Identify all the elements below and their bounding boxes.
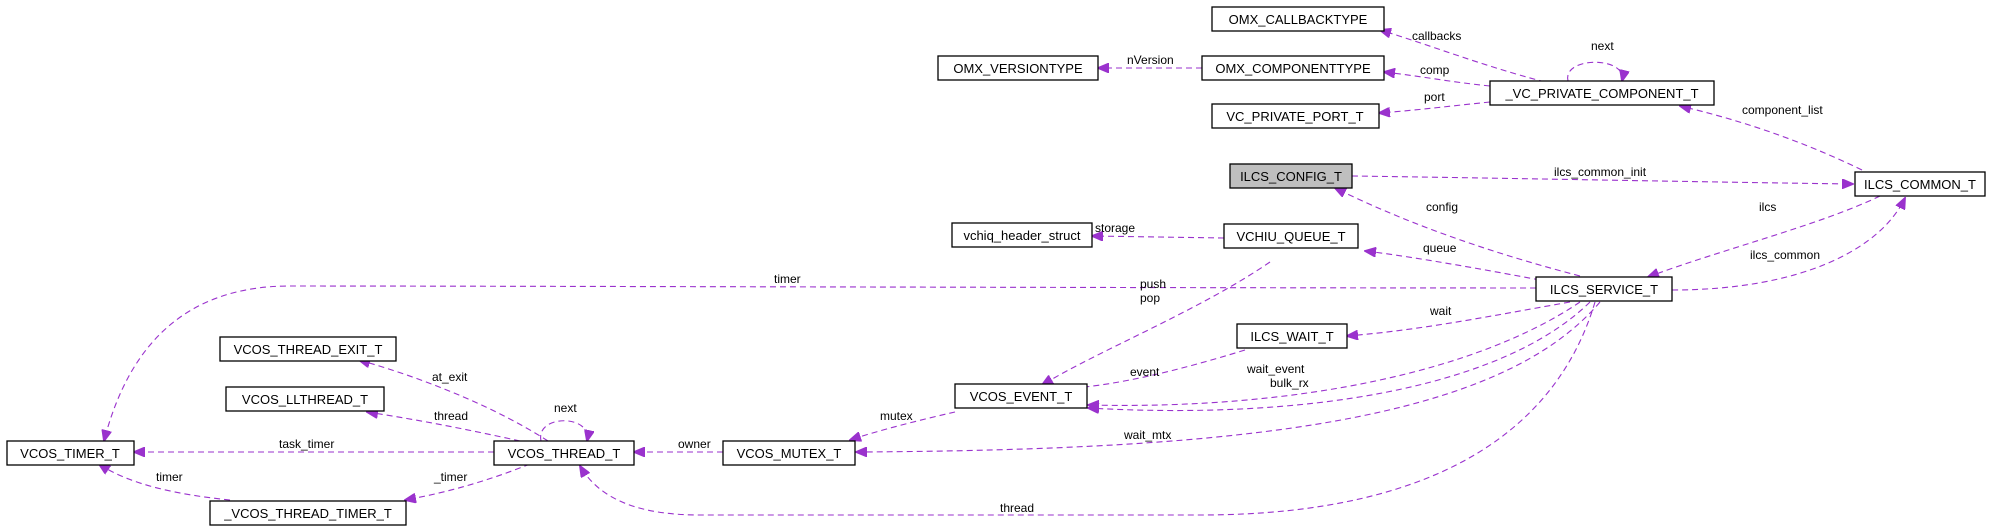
edge-wait-mtx	[856, 301, 1601, 452]
node-vcos-mutex-t[interactable]: VCOS_MUTEX_T	[722, 440, 856, 466]
edge-queue	[1365, 251, 1541, 281]
label-wait-event: wait_event	[1246, 362, 1305, 376]
label-port: port	[1424, 90, 1445, 104]
label-ilcs: ilcs	[1759, 200, 1776, 214]
node-vcos-timer-t[interactable]: VCOS_TIMER_T	[6, 440, 135, 466]
edge-port	[1379, 101, 1491, 113]
label-next-component: next	[1591, 39, 1614, 53]
node-ilcs-service-t[interactable]: ILCS_SERVICE_T	[1535, 276, 1673, 302]
label-comp: comp	[1420, 63, 1450, 77]
node-label: OMX_VERSIONTYPE	[953, 61, 1083, 76]
node-label: VC_PRIVATE_PORT_T	[1226, 109, 1363, 124]
node-label: ILCS_CONFIG_T	[1240, 169, 1342, 184]
node-vc-private-port-t[interactable]: VC_PRIVATE_PORT_T	[1211, 103, 1380, 129]
node-label: VCOS_TIMER_T	[20, 446, 120, 461]
node-label: VCOS_LLTHREAD_T	[242, 392, 368, 407]
node-omx-callbacktype[interactable]: OMX_CALLBACKTYPE	[1211, 6, 1385, 32]
edge-push-pop	[1042, 261, 1271, 385]
node-vcos-thread-exit-t[interactable]: VCOS_THREAD_EXIT_T	[219, 336, 397, 362]
label-timer-thread: timer	[156, 470, 183, 484]
label-ilcs-common: ilcs_common	[1750, 248, 1820, 262]
node-label: VCOS_EVENT_T	[970, 389, 1073, 404]
edge-component-list	[1680, 106, 1863, 171]
node-label: OMX_COMPONENTTYPE	[1215, 61, 1371, 76]
node-label: VCOS_THREAD_T	[508, 446, 621, 461]
node-vcos-llthread-t[interactable]: VCOS_LLTHREAD_T	[225, 386, 385, 412]
edges	[99, 30, 1905, 516]
node-vcos-thread-t[interactable]: VCOS_THREAD_T	[493, 440, 635, 466]
label-pop: pop	[1140, 291, 1160, 305]
label-task-timer: task_timer	[279, 437, 334, 451]
label-ilcs-common-init: ilcs_common_init	[1554, 165, 1647, 179]
edge-comp	[1384, 72, 1491, 87]
label-push: push	[1140, 277, 1166, 291]
edge-config	[1335, 188, 1581, 277]
label-thread-ll: thread	[434, 409, 468, 423]
label-owner: owner	[678, 437, 711, 451]
node-label: ILCS_COMMON_T	[1864, 177, 1976, 192]
node-ilcs-wait-t[interactable]: ILCS_WAIT_T	[1236, 323, 1348, 349]
label-callbacks: callbacks	[1412, 29, 1461, 43]
label-at-exit: at_exit	[432, 370, 468, 384]
node-vchiq-header-struct[interactable]: vchiq_header_struct	[951, 222, 1093, 248]
node-omx-versiontype[interactable]: OMX_VERSIONTYPE	[937, 55, 1099, 81]
label-component-list: component_list	[1742, 103, 1823, 117]
label-nversion: nVersion	[1127, 53, 1174, 67]
node-label: VCOS_MUTEX_T	[737, 446, 842, 461]
node-vchiu-queue-t[interactable]: VCHIU_QUEUE_T	[1223, 223, 1359, 249]
edge-callbacks	[1380, 30, 1546, 83]
edge-bulk-rx	[1088, 301, 1591, 411]
label-_timer: _timer	[433, 470, 467, 484]
node-label: _VC_PRIVATE_COMPONENT_T	[1504, 86, 1698, 101]
label-wait: wait	[1429, 304, 1452, 318]
node-label: OMX_CALLBACKTYPE	[1229, 12, 1368, 27]
label-thread-service: thread	[1000, 501, 1034, 515]
label-queue: queue	[1423, 241, 1457, 255]
node-vc-private-component-t[interactable]: _VC_PRIVATE_COMPONENT_T	[1489, 80, 1715, 106]
label-timer-service: timer	[774, 272, 801, 286]
edge-timer-service	[104, 285, 1537, 441]
edge-storage	[1092, 236, 1225, 238]
label-wait-mtx: wait_mtx	[1123, 428, 1171, 442]
node-ilcs-config-t[interactable]: ILCS_CONFIG_T	[1229, 163, 1353, 189]
edge-mutex	[850, 411, 956, 440]
label-next-thread: next	[554, 401, 577, 415]
node-label: VCHIU_QUEUE_T	[1236, 229, 1345, 244]
node-label: _VCOS_THREAD_TIMER_T	[223, 506, 392, 521]
edge-at-exit	[359, 360, 549, 442]
node-label: VCOS_THREAD_EXIT_T	[234, 342, 383, 357]
node-label: ILCS_SERVICE_T	[1550, 282, 1658, 297]
edge-next-component	[1567, 61, 1623, 81]
node-ilcs-common-t[interactable]: ILCS_COMMON_T	[1854, 171, 1986, 197]
nodes: OMX_CALLBACKTYPE OMX_VERSIONTYPE OMX_COM…	[6, 6, 1986, 526]
edge-ilcs-common-init	[1351, 175, 1853, 184]
node-vcos-thread-timer-t[interactable]: _VCOS_THREAD_TIMER_T	[209, 500, 407, 526]
edge-ilcs	[1648, 195, 1881, 277]
edge-next-thread	[540, 420, 588, 441]
edge-thread-service	[580, 301, 1596, 516]
edge-wait-event	[1088, 301, 1581, 405]
node-label: vchiq_header_struct	[963, 228, 1080, 243]
edge-labels: callbacks next nVersion comp port compon…	[156, 29, 1823, 515]
label-mutex: mutex	[880, 409, 913, 423]
node-vcos-event-t[interactable]: VCOS_EVENT_T	[954, 383, 1088, 409]
edge-_timer	[405, 463, 531, 500]
node-omx-componenttype[interactable]: OMX_COMPONENTTYPE	[1201, 55, 1385, 81]
edge-timer-thread	[99, 464, 231, 501]
label-config: config	[1426, 200, 1458, 214]
label-bulk-rx: bulk_rx	[1270, 376, 1309, 390]
label-storage: storage	[1095, 221, 1135, 235]
node-label: ILCS_WAIT_T	[1250, 329, 1333, 344]
edge-ilcs-common	[1671, 198, 1905, 291]
label-event: event	[1130, 365, 1160, 379]
edge-wait	[1347, 301, 1571, 336]
